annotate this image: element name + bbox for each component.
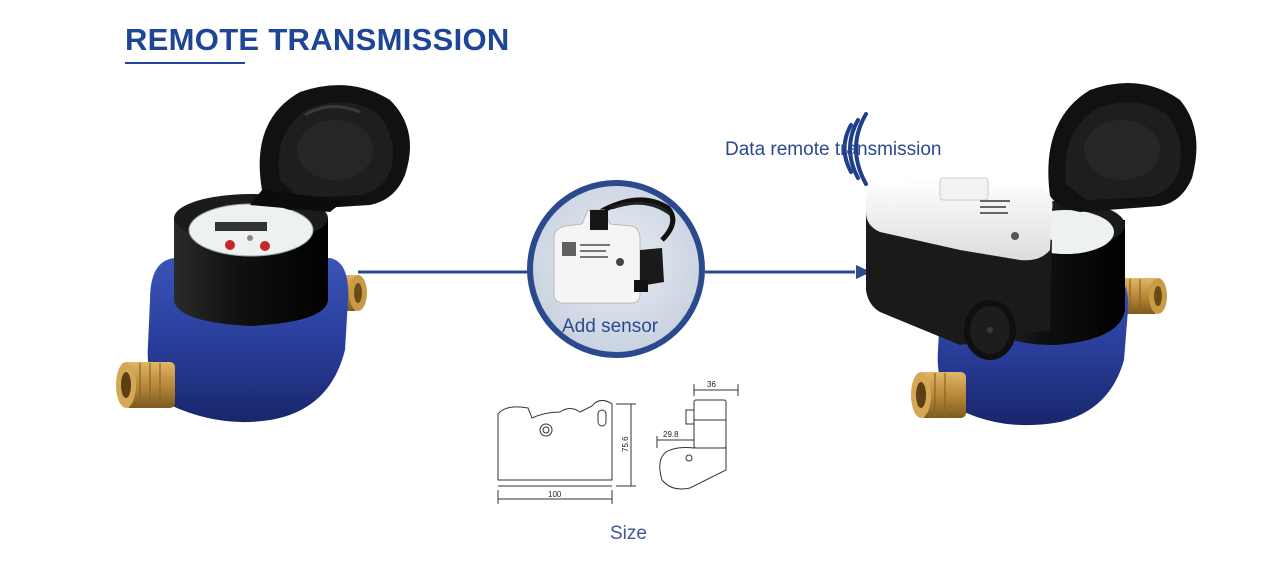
meter-lid-open	[250, 85, 410, 212]
data-remote-transmission-label: Data remote transmission	[725, 139, 942, 160]
title-underline	[125, 62, 245, 64]
water-meter-right	[866, 82, 1197, 426]
brass-fitting-left-2	[911, 372, 966, 418]
arrow-head-icon	[856, 265, 871, 279]
dim-depth: 36	[707, 380, 716, 389]
add-sensor-label: Add sensor	[562, 316, 659, 337]
size-diagram	[497, 384, 739, 504]
page-title: REMOTE TRANSMISSION	[125, 22, 510, 57]
dim-width: 100	[548, 490, 562, 499]
size-label: Size	[610, 523, 647, 544]
wireless-signal-icon	[842, 112, 868, 186]
dim-height: 75.6	[621, 436, 630, 452]
brass-fitting-left	[116, 362, 175, 408]
transmission-module	[866, 177, 1053, 360]
sensor-badge	[527, 180, 705, 358]
water-meter-left	[116, 85, 410, 423]
dim-offset: 29.8	[663, 430, 679, 439]
meter-lid-open-2	[1048, 82, 1197, 213]
